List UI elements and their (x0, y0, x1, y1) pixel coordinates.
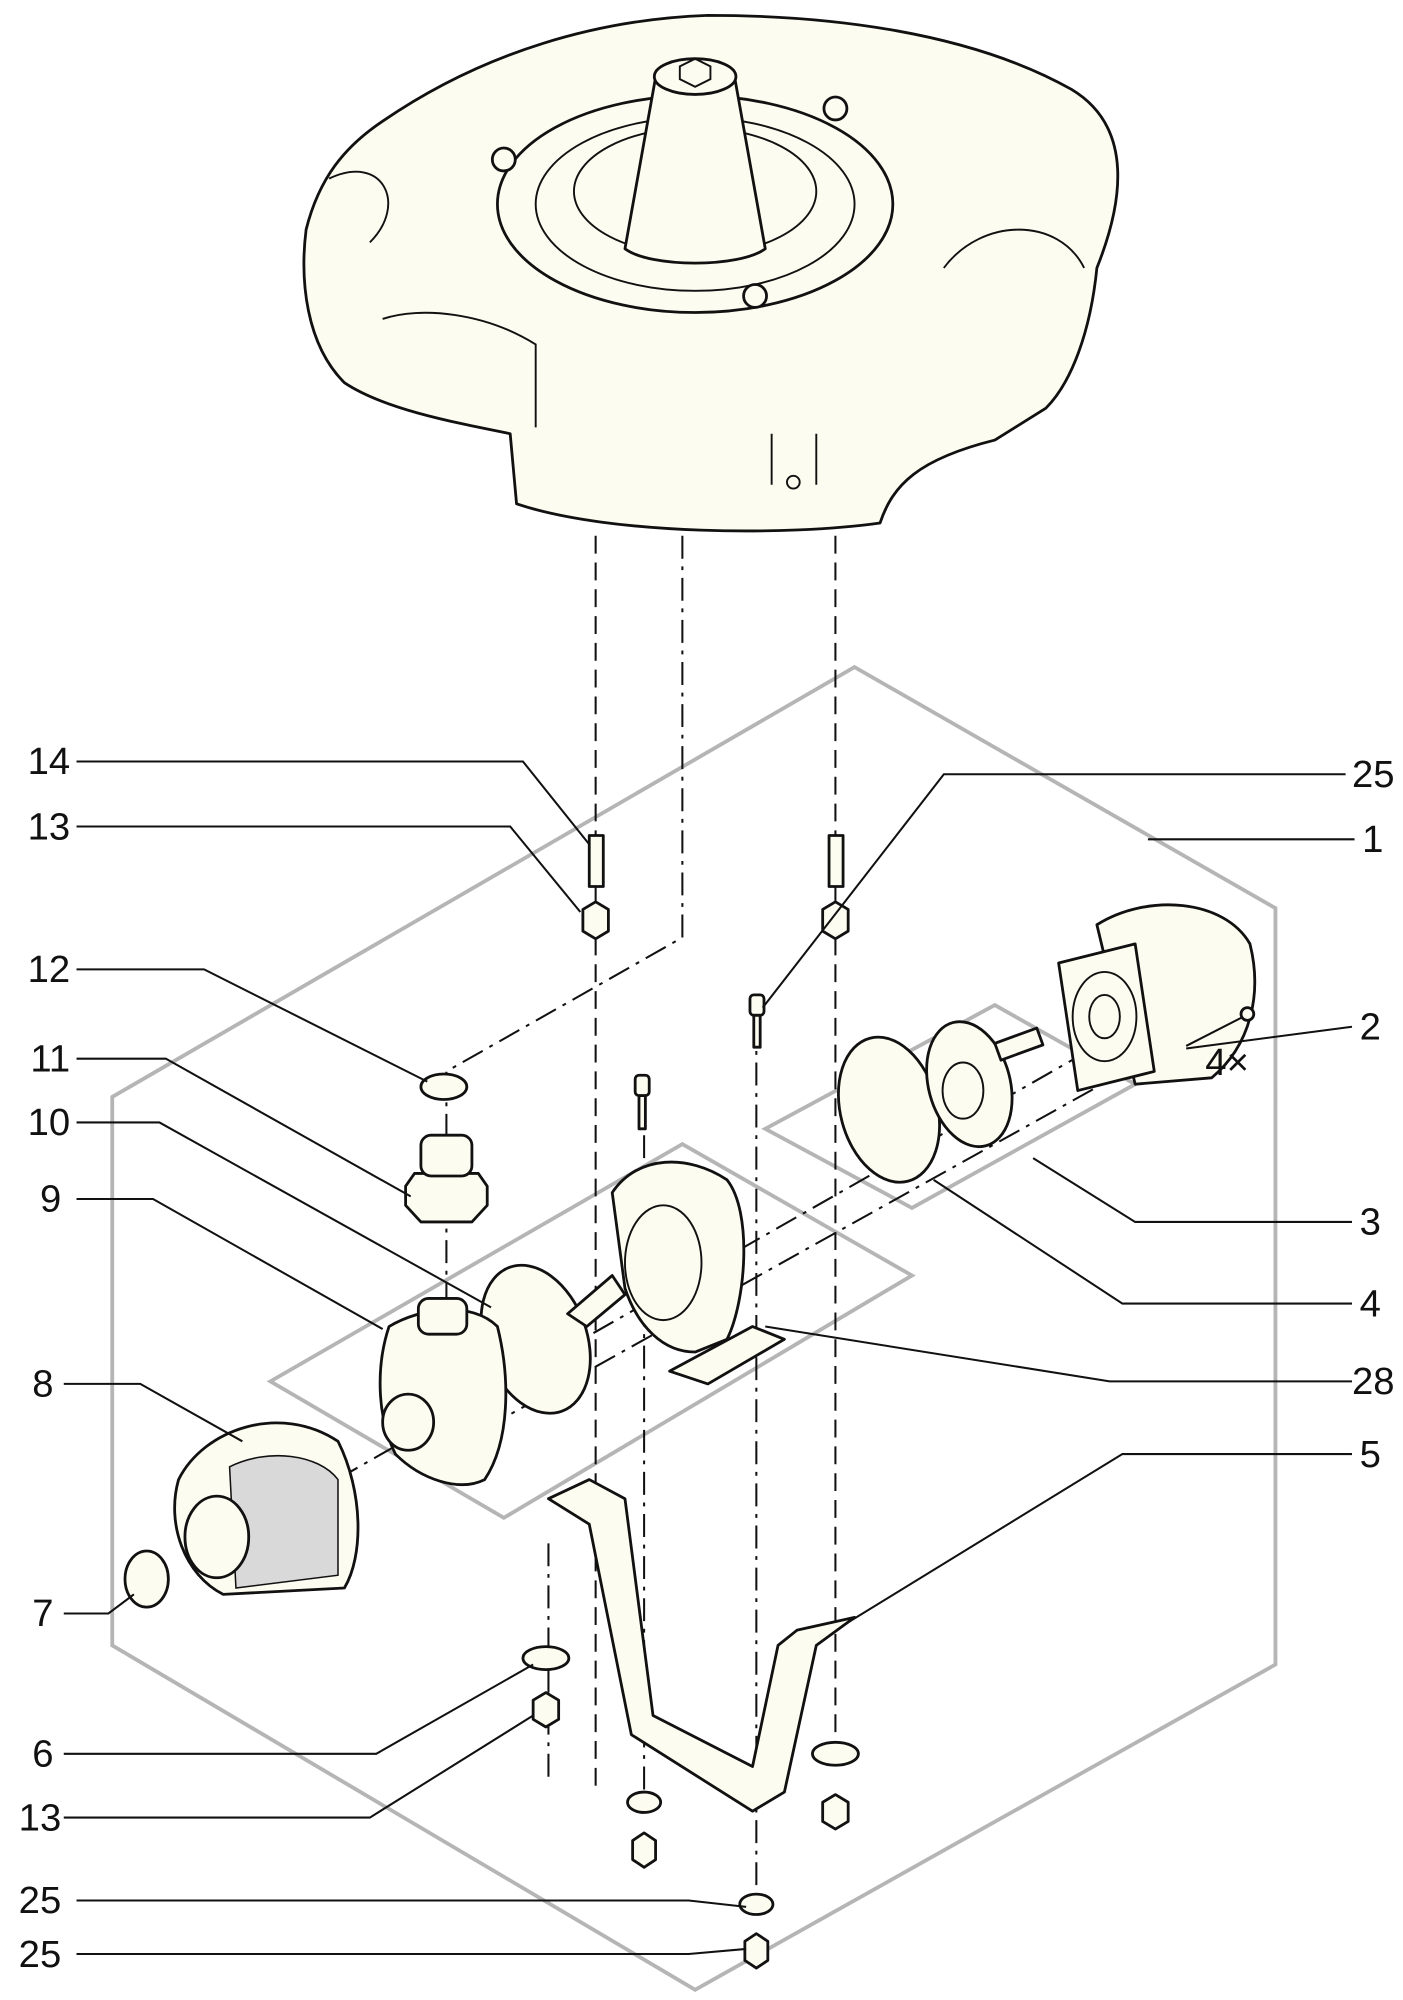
strainer-8 (173, 1421, 360, 1596)
callout-4: 4 (1360, 1282, 1381, 1325)
pump-bracket-28 (566, 1160, 786, 1386)
callout-3: 3 (1360, 1201, 1381, 1244)
callout-14: 14 (28, 740, 71, 783)
callout-9: 9 (40, 1178, 61, 1221)
rotor-3 (925, 1020, 1045, 1149)
floating-cover (302, 13, 1120, 533)
end-cap-7 (123, 1549, 170, 1609)
callout-5: 5 (1360, 1433, 1381, 1476)
hex-nut-13 (531, 900, 850, 1970)
washers (521, 1645, 860, 1916)
callout-13: 13 (28, 805, 71, 848)
quantity-note: 4× (1205, 1041, 1249, 1084)
callout-labels-left: 14 13 12 11 10 9 8 7 6 13 25 25 (19, 740, 70, 1976)
pump-housing-9 (378, 1297, 508, 1486)
motor-2 (1057, 903, 1257, 1092)
mounting-bracket-5 (547, 1478, 856, 1813)
callout-6: 6 (32, 1733, 53, 1776)
callout-25-lower-a: 25 (19, 1879, 62, 1922)
callout-1: 1 (1362, 818, 1383, 861)
o-ring-12 (419, 1072, 469, 1101)
callout-25-lower-b: 25 (19, 1933, 62, 1976)
assembly-box-1 (110, 664, 1278, 1992)
callout-13-lower: 13 (19, 1796, 62, 1839)
threaded-fitting-11 (404, 1133, 489, 1224)
leader-lines (63, 760, 1355, 1956)
callout-2: 2 (1360, 1006, 1381, 1049)
callout-10: 10 (28, 1101, 71, 1144)
callout-12: 12 (28, 948, 71, 991)
stud-bolt-14 (587, 834, 845, 888)
screws (633, 993, 766, 1131)
callout-8: 8 (32, 1363, 53, 1406)
callout-25: 25 (1352, 753, 1395, 796)
callout-labels-right: 25 1 2 3 4 28 5 4× (1205, 753, 1394, 1476)
callout-7: 7 (32, 1592, 53, 1635)
callout-11: 11 (30, 1037, 70, 1080)
callout-28: 28 (1352, 1360, 1395, 1403)
